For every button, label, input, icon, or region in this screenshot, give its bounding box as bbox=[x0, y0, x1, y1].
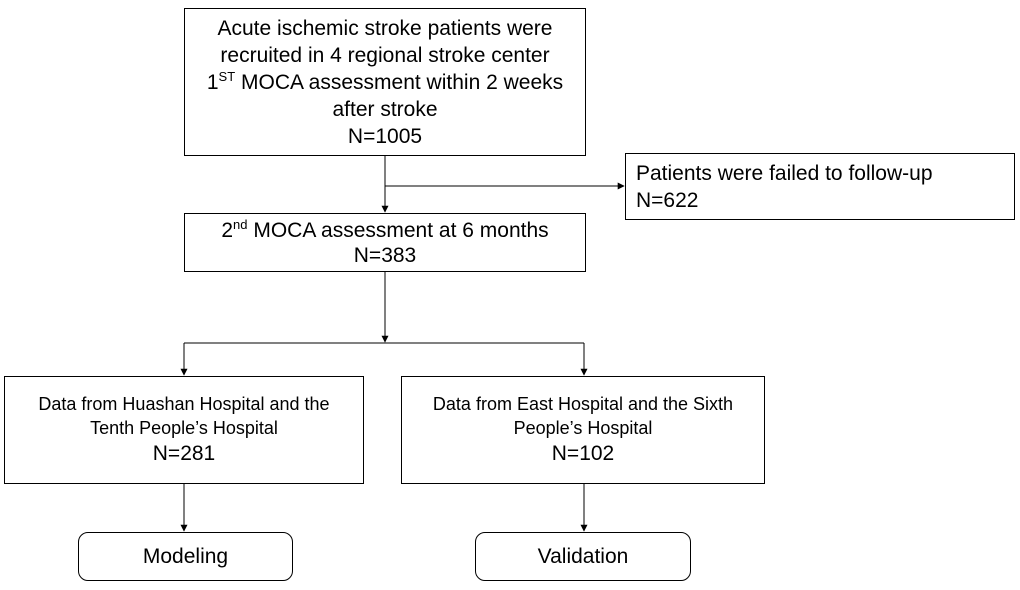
enrollment-line1: Acute ischemic stroke patients were bbox=[217, 16, 553, 40]
validation-data-line2: People’s Hospital bbox=[513, 418, 653, 438]
enrollment-count: N=1005 bbox=[347, 124, 423, 148]
enrollment-line2: recruited in 4 regional stroke center bbox=[220, 43, 550, 67]
modeling-box: Modeling bbox=[78, 532, 293, 581]
enrollment-line3: 1ST MOCA assessment within 2 weeks bbox=[206, 68, 564, 94]
second-assessment-count: N=383 bbox=[353, 243, 417, 267]
validation-data-line1: Data from East Hospital and the Sixth bbox=[432, 394, 734, 414]
validation-data-count: N=102 bbox=[551, 442, 615, 465]
enrollment-box: Acute ischemic stroke patients were recr… bbox=[184, 8, 586, 156]
second-assessment-box: 2nd MOCA assessment at 6 months N=383 bbox=[184, 213, 586, 272]
lost-followup-count: N=622 bbox=[636, 188, 699, 212]
lost-followup-box: Patients were failed to follow-up N=622 bbox=[625, 153, 1015, 220]
validation-box: Validation bbox=[475, 532, 691, 581]
modeling-label: Modeling bbox=[142, 544, 229, 568]
enrollment-line4: after stroke bbox=[332, 97, 438, 121]
modeling-data-line2: Tenth People’s Hospital bbox=[90, 418, 278, 438]
second-assessment-text: 2nd MOCA assessment at 6 months bbox=[221, 216, 549, 242]
modeling-data-count: N=281 bbox=[152, 442, 216, 465]
validation-data-box: Data from East Hospital and the Sixth Pe… bbox=[401, 376, 765, 484]
validation-label: Validation bbox=[537, 544, 629, 568]
modeling-data-box: Data from Huashan Hospital and the Tenth… bbox=[4, 376, 364, 484]
modeling-data-line1: Data from Huashan Hospital and the bbox=[38, 394, 330, 414]
lost-followup-text: Patients were failed to follow-up bbox=[636, 161, 933, 185]
